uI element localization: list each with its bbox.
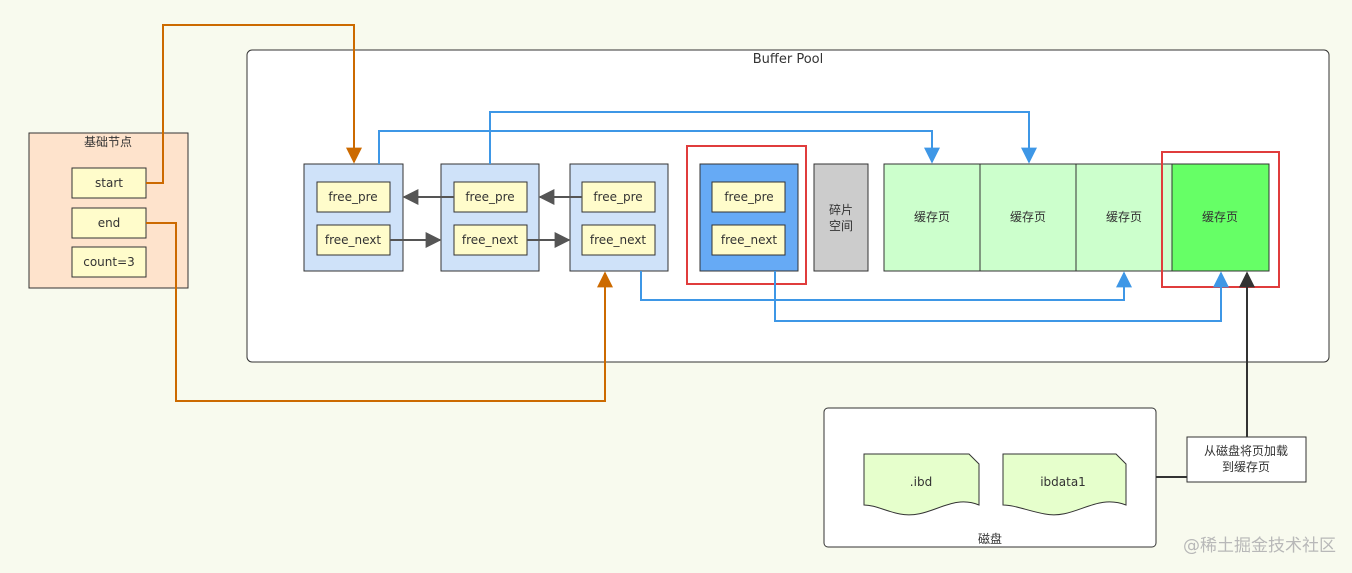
base-node-title: 基础节点 — [84, 135, 132, 149]
load-note: 从磁盘将页加载 到缓存页 — [1186, 436, 1307, 483]
load-note-line1: 从磁盘将页加载 — [1204, 443, 1288, 458]
cache-page-1-label: 缓存页 — [914, 210, 950, 224]
cache-page-2 — [979, 163, 1077, 272]
control-block-3: free_pre free_next — [569, 163, 669, 272]
start-to-block1-arrow — [146, 24, 362, 184]
buffer-pool-title: Buffer Pool — [753, 52, 823, 67]
control-block-4-highlight — [686, 145, 807, 285]
base-node-end-label: end — [98, 216, 121, 230]
control-block-2-pre: free_pre — [465, 190, 514, 204]
cache-page-4-label: 缓存页 — [1202, 210, 1238, 224]
block1-to-cache-page1-arrow — [378, 130, 940, 164]
ibd-file-icon — [863, 453, 980, 516]
cache-page-3-label: 缓存页 — [1106, 210, 1142, 224]
fragment-label-line1: 碎片 — [829, 202, 853, 217]
watermark: @稀土掘金技术社区 — [1183, 536, 1336, 556]
load-note-line2: 到缓存页 — [1222, 460, 1270, 474]
block4-to-cache-page4-arrow — [774, 271, 1229, 322]
control-block-1: free_pre free_next — [303, 163, 404, 272]
end-to-block3-arrow — [146, 222, 613, 402]
disk: .ibd ibdata1 磁盘 — [823, 407, 1157, 548]
base-node-count-field — [71, 246, 147, 278]
control-block-4-pre: free_pre — [724, 190, 773, 204]
base-node-end-field — [71, 207, 147, 239]
base-node-start-label: start — [95, 176, 123, 190]
fragment-label-line2: 空间 — [829, 219, 853, 233]
control-block-3-next: free_next — [590, 233, 647, 247]
ibdata1-file-label: ibdata1 — [1040, 475, 1086, 489]
ibd-file-label: .ibd — [910, 475, 932, 489]
fragment-space: 碎片 空间 — [813, 163, 869, 272]
block2-to-cache-page2-arrow — [489, 111, 1037, 164]
disk-label: 磁盘 — [978, 531, 1002, 546]
base-node: 基础节点 start end count=3 — [28, 132, 189, 289]
control-block-1-next: free_next — [325, 233, 382, 247]
control-block-1-pre: free_pre — [328, 190, 377, 204]
control-block-2-next: free_next — [462, 233, 519, 247]
control-block-4: free_pre free_next — [686, 145, 807, 285]
control-block-3-pre: free_pre — [593, 190, 642, 204]
cache-page-2-label: 缓存页 — [1010, 210, 1046, 224]
control-block-2: free_pre free_next — [440, 163, 540, 272]
cache-pages: 缓存页 缓存页 缓存页 缓存页 — [883, 151, 1280, 288]
base-node-count-label: count=3 — [83, 255, 135, 269]
cache-page-4 — [1171, 163, 1270, 272]
control-block-4-next: free_next — [721, 233, 778, 247]
cache-page-1 — [883, 163, 981, 272]
ibdata1-file-icon — [1002, 453, 1127, 516]
block3-to-cache-page3-arrow — [640, 271, 1132, 301]
